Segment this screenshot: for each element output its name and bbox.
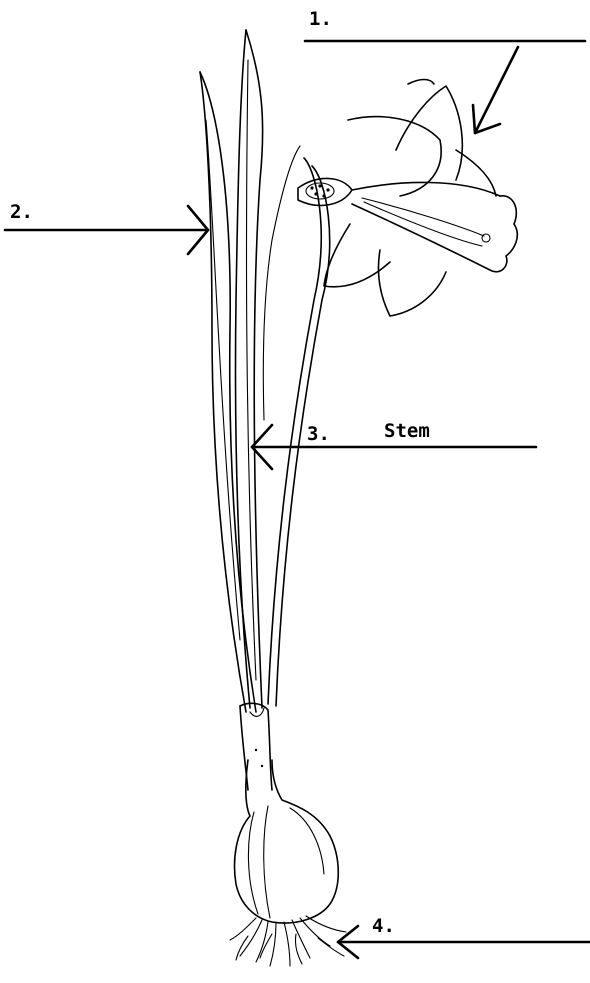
label-3-answer: Stem (384, 420, 430, 442)
daffodil-flower (324, 80, 517, 317)
label-4-number: 4. (372, 915, 395, 937)
label-2-pointer (5, 206, 208, 254)
leaf-sheath (240, 703, 272, 790)
leaf-right (236, 30, 263, 708)
label-3-number: 3. (307, 423, 330, 445)
daffodil-plant-drawing (200, 30, 517, 966)
spathe-and-ovary (298, 178, 352, 205)
bulb (235, 760, 339, 923)
label-2-number: 2. (10, 201, 33, 223)
label-1-number: 1. (309, 8, 332, 30)
